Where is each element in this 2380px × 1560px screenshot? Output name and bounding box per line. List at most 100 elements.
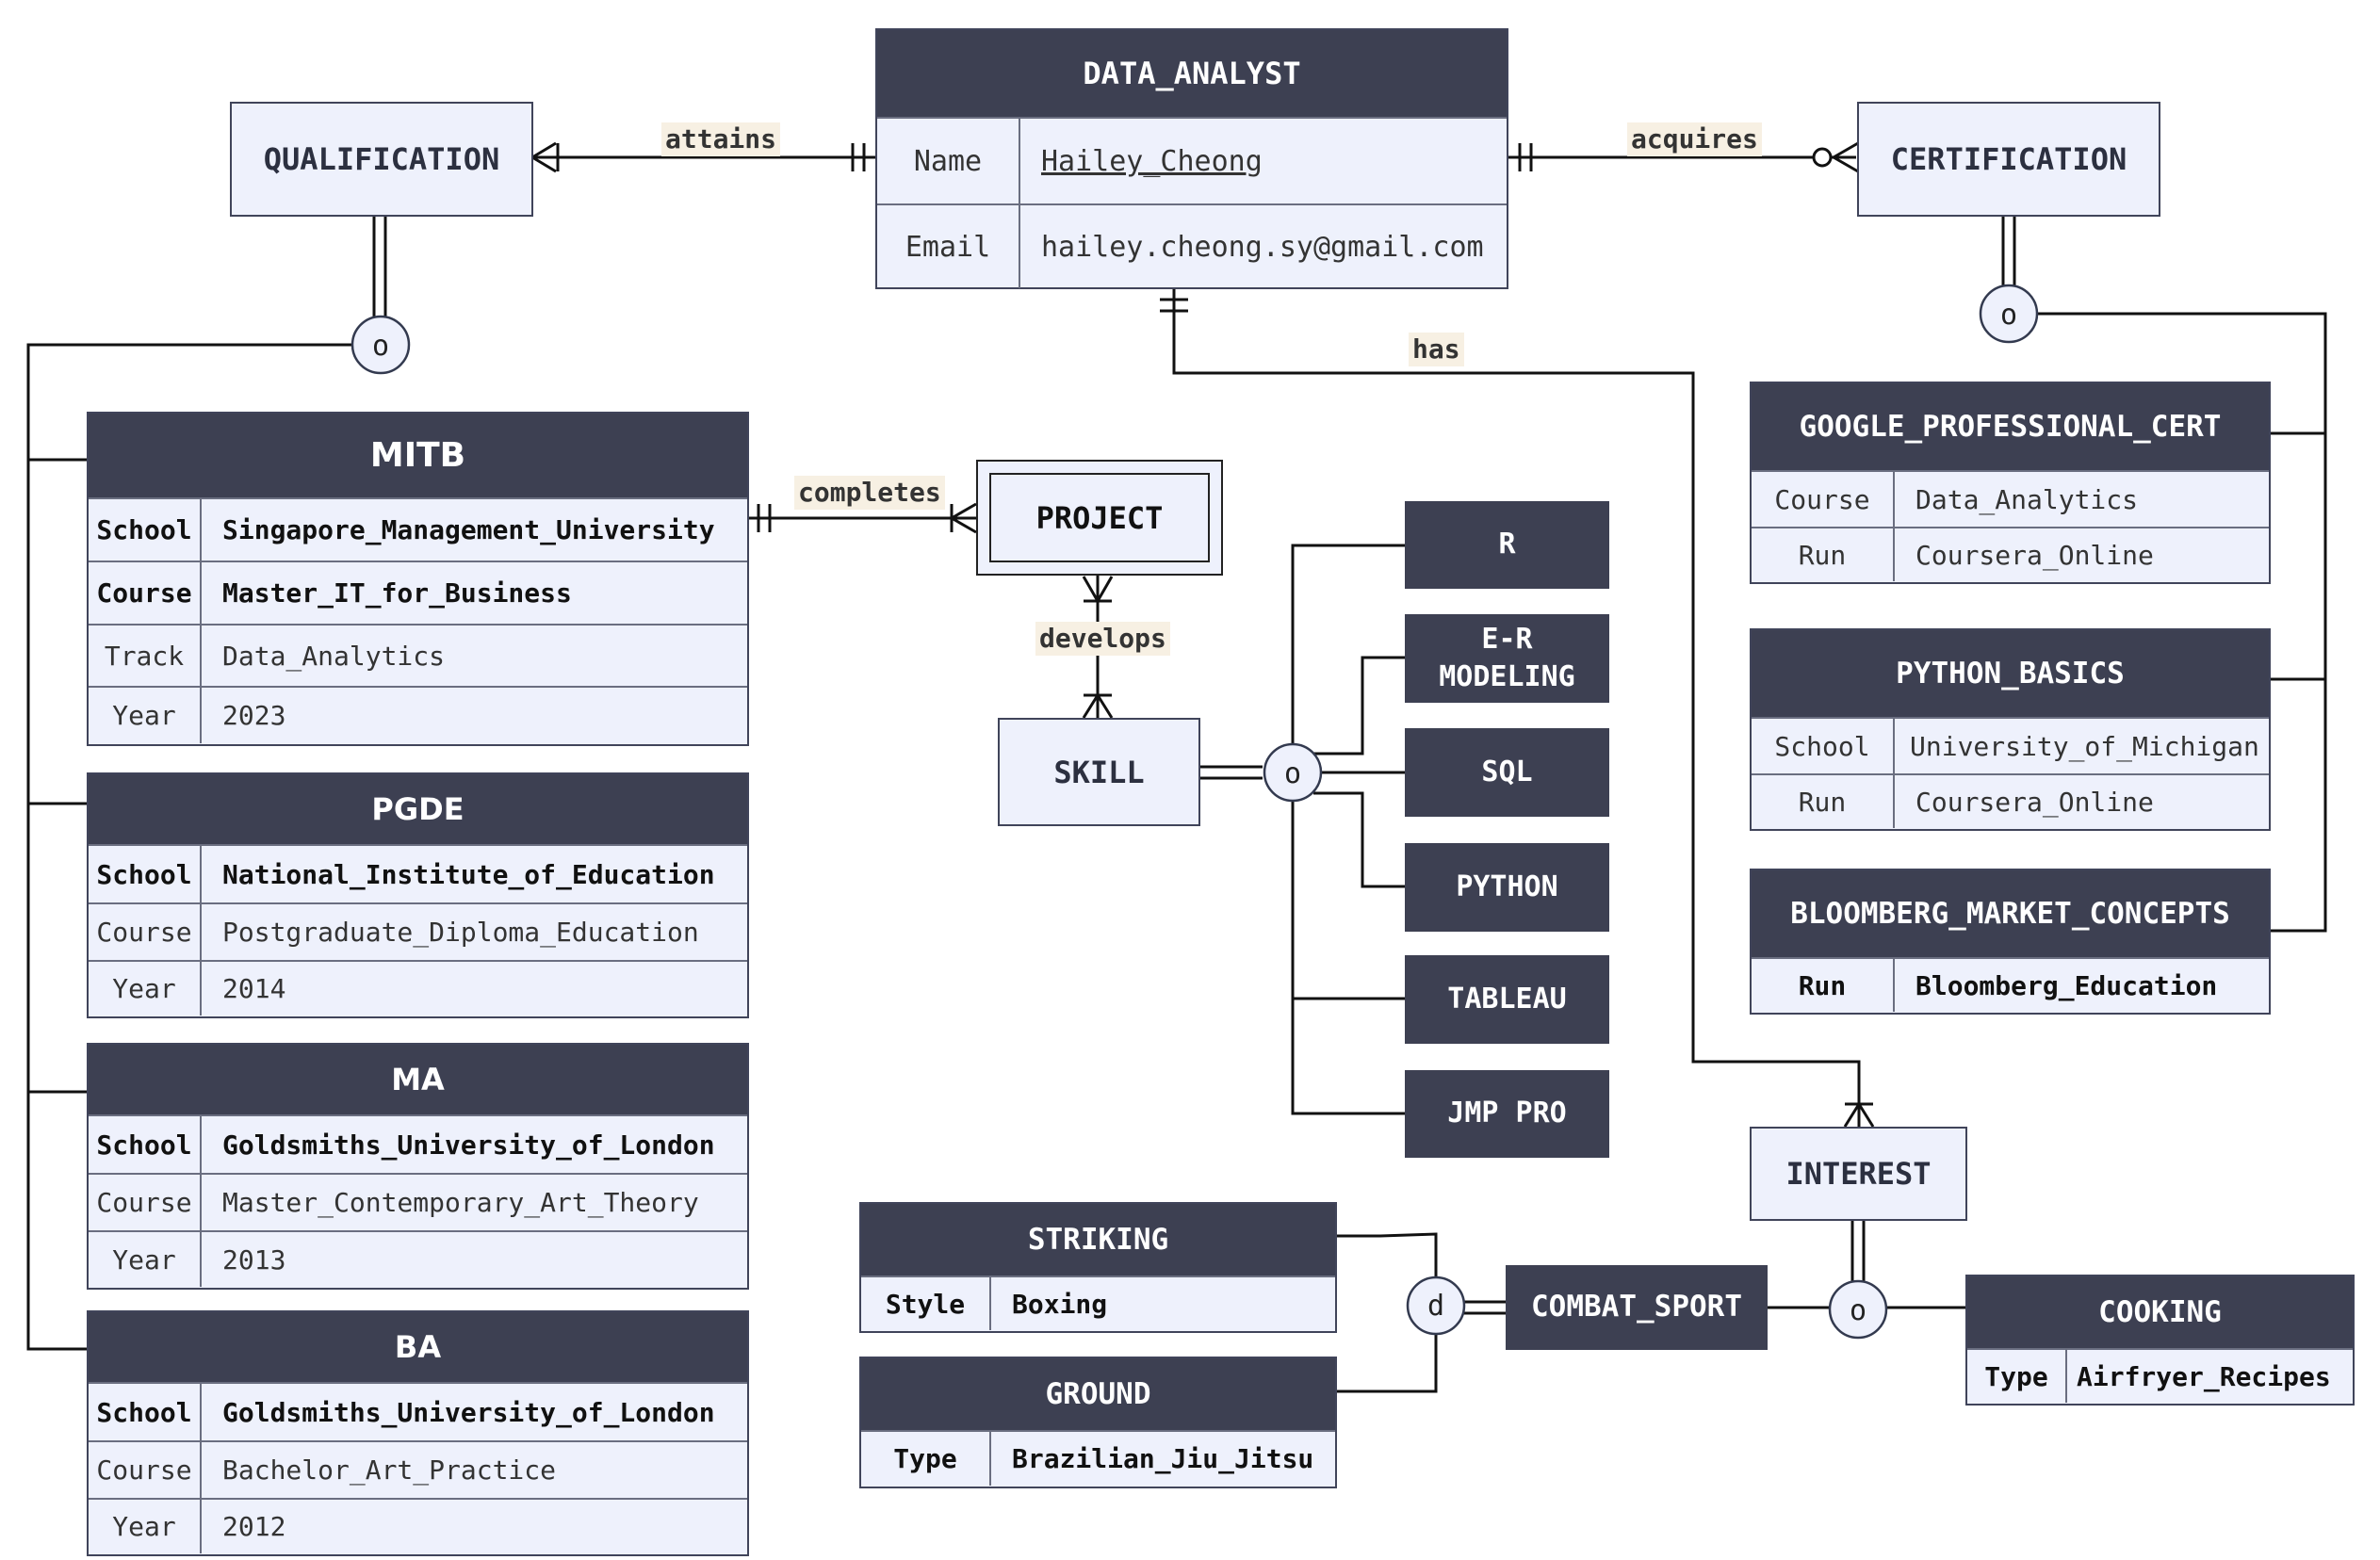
ba-title: BA [89,1312,747,1382]
skill-label: SKILL [1053,754,1145,790]
data-analyst-row-email: Email hailey.cheong.sy@gmail.com [877,203,1507,288]
mitb-row-school: School Singapore_Management_University [89,497,747,561]
certification-entity[interactable]: CERTIFICATION [1857,102,2160,217]
attr-value: Goldsmiths_University_of_London [222,1129,715,1161]
pgde-entity[interactable]: PGDE School National_Institute_of_Educat… [87,772,749,1018]
attr-key: School [89,499,202,561]
skill-er-modeling-label: E-R MODELING [1439,622,1575,694]
ground-entity[interactable]: GROUND Type Brazilian_Jiu_Jitsu [859,1357,1337,1488]
google-cert-title: GOOGLE_PROFESSIONAL_CERT [1752,383,2269,470]
mitb-title: MITB [89,414,747,497]
relationship-attains: attains [661,122,781,156]
certification-label: CERTIFICATION [1890,141,2127,177]
skill-entity[interactable]: SKILL [998,718,1200,826]
attr-value: hailey.cheong.sy@gmail.com [1041,230,1484,264]
attr-key: School [89,1384,202,1440]
attr-value: Master_IT_for_Business [222,577,572,609]
pgde-row-course: Course Postgraduate_Diploma_Education [89,902,747,960]
attr-key: Year [89,688,202,743]
bloomberg-market-concepts-entity[interactable]: BLOOMBERG_MARKET_CONCEPTS Run Bloomberg_… [1750,869,2271,1015]
attr-key: Course [89,1442,202,1498]
attr-value: Singapore_Management_University [222,514,715,545]
ma-title: MA [89,1045,747,1114]
attr-value: Coursera_Online [1915,539,2154,571]
attr-value: Boxing [1012,1288,1108,1320]
striking-title: STRIKING [861,1204,1335,1276]
python-basics-entity[interactable]: PYTHON_BASICS School University_of_Michi… [1750,628,2271,831]
cooking-entity[interactable]: COOKING Type Airfryer_Recipes [1965,1275,2355,1406]
bloomberg-row-run: Run Bloomberg_Education [1752,957,2269,1012]
skill-sql[interactable]: SQL [1405,728,1609,817]
attr-value: Hailey_Cheong [1041,144,1263,178]
relationship-completes: completes [794,476,945,510]
certification-overlap-symbol: o [2000,299,2017,332]
attr-value: Bloomberg_Education [1915,969,2218,1001]
ma-row-school: School Goldsmiths_University_of_London [89,1114,747,1173]
python-basics-row-run: Run Coursera_Online [1752,773,2269,828]
attr-value: Goldsmiths_University_of_London [222,1396,715,1428]
attr-value: 2013 [222,1243,286,1276]
attr-key: Run [1752,959,1895,1012]
mitb-entity[interactable]: MITB School Singapore_Management_Univers… [87,412,749,746]
python-basics-row-school: School University_of_Michigan [1752,717,2269,773]
interest-overlap-symbol: o [1850,1294,1867,1327]
attr-key: Year [89,962,202,1016]
data-analyst-entity[interactable]: DATA_ANALYST Name Hailey_Cheong Email ha… [875,28,1508,289]
attr-key: Year [89,1232,202,1287]
google-cert-row-course: Course Data_Analytics [1752,470,2269,527]
attr-value: Airfryer_Recipes [2077,1360,2331,1392]
relationship-acquires: acquires [1627,122,1762,156]
relationship-develops: develops [1035,622,1170,656]
attr-value: University_of_Michigan [1910,730,2259,762]
relationship-has: has [1409,333,1464,366]
attr-value: Master_Contemporary_Art_Theory [222,1187,699,1218]
ma-entity[interactable]: MA School Goldsmiths_University_of_Londo… [87,1043,749,1290]
skill-python[interactable]: PYTHON [1405,843,1609,932]
combat-sport-entity[interactable]: COMBAT_SPORT [1506,1265,1768,1350]
attr-value: Data_Analytics [1915,483,2139,515]
striking-entity[interactable]: STRIKING Style Boxing [859,1202,1337,1333]
mitb-row-year: Year 2023 [89,686,747,743]
attr-key: School [89,846,202,902]
ba-row-school: School Goldsmiths_University_of_London [89,1382,747,1440]
attr-key: Course [89,562,202,624]
python-basics-title: PYTHON_BASICS [1752,630,2269,717]
project-entity-inner: PROJECT [989,473,1210,562]
attr-key: Email [877,205,1020,288]
attr-key: Year [89,1500,202,1553]
attr-key: Run [1752,528,1895,581]
attr-key: Course [89,1175,202,1230]
attr-value: 2012 [222,1511,286,1542]
interest-entity[interactable]: INTEREST [1750,1127,1967,1221]
attr-key: Course [1752,472,1895,527]
data-analyst-row-name: Name Hailey_Cheong [877,117,1507,203]
project-entity-outer[interactable]: PROJECT [976,460,1223,576]
attr-key: Course [89,904,202,960]
mitb-row-course: Course Master_IT_for_Business [89,561,747,624]
qualification-entity[interactable]: QUALIFICATION [230,102,533,217]
skill-er-modeling[interactable]: E-R MODELING [1405,614,1609,703]
data-analyst-title: DATA_ANALYST [877,30,1507,117]
skill-tableau[interactable]: TABLEAU [1405,955,1609,1044]
attr-value: 2014 [222,973,286,1004]
striking-row-style: Style Boxing [861,1276,1335,1330]
attr-key: Name [877,119,1020,203]
google-professional-cert-entity[interactable]: GOOGLE_PROFESSIONAL_CERT Course Data_Ana… [1750,382,2271,584]
skill-jmp-pro[interactable]: JMP PRO [1405,1070,1609,1158]
skill-overlap-symbol: o [1284,757,1301,790]
ba-entity[interactable]: BA School Goldsmiths_University_of_Londo… [87,1310,749,1556]
attr-key: School [1752,719,1895,773]
interest-label: INTEREST [1785,1156,1932,1192]
attr-value: Postgraduate_Diploma_Education [222,917,699,948]
ma-row-course: Course Master_Contemporary_Art_Theory [89,1173,747,1230]
attr-value: Brazilian_Jiu_Jitsu [1012,1443,1314,1474]
combat-sport-disjoint-symbol: d [1427,1290,1444,1323]
certification-overlap-circle [1979,284,2039,344]
attr-key: School [89,1116,202,1173]
attr-key: Track [89,626,202,686]
skill-r[interactable]: R [1405,501,1609,589]
attr-key: Style [861,1277,991,1330]
pgde-row-school: School National_Institute_of_Education [89,844,747,902]
ba-row-year: Year 2012 [89,1498,747,1553]
